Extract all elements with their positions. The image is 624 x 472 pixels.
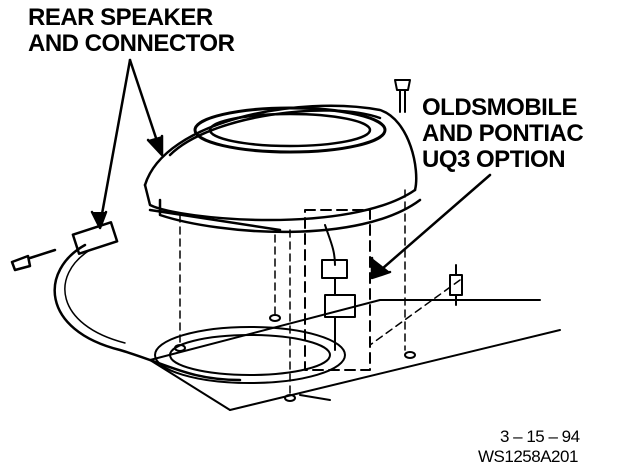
arrow-to-option (373, 173, 492, 277)
option-label-line1: OLDSMOBILE (422, 94, 578, 121)
speaker-wire (53, 243, 242, 382)
arrow-to-enclosure (128, 58, 162, 152)
mounting-bolt (394, 79, 411, 113)
date-stamp: 3 – 15 – 94 (500, 427, 580, 446)
option-label-line3: UQ3 OPTION (422, 146, 566, 173)
speaker-connector (10, 221, 119, 272)
uq3-option-box (304, 209, 371, 371)
speaker-label-line1: REAR SPEAKER (28, 4, 213, 31)
speaker-label-line2: AND CONNECTOR (28, 30, 235, 57)
side-clip (449, 264, 463, 306)
speaker-enclosure (143, 104, 422, 234)
uq3-module-lower (324, 294, 356, 318)
leader-arrows (90, 58, 492, 280)
shelf-speaker-opening (154, 326, 346, 384)
mounting-points (174, 314, 416, 402)
speaker-cone (193, 106, 387, 154)
figure-id: WS1258A201 (478, 447, 578, 466)
mounting-guide-lines (179, 189, 461, 396)
arrow-to-connector (98, 58, 132, 227)
option-label-line2: AND PONTIAC (422, 120, 584, 147)
